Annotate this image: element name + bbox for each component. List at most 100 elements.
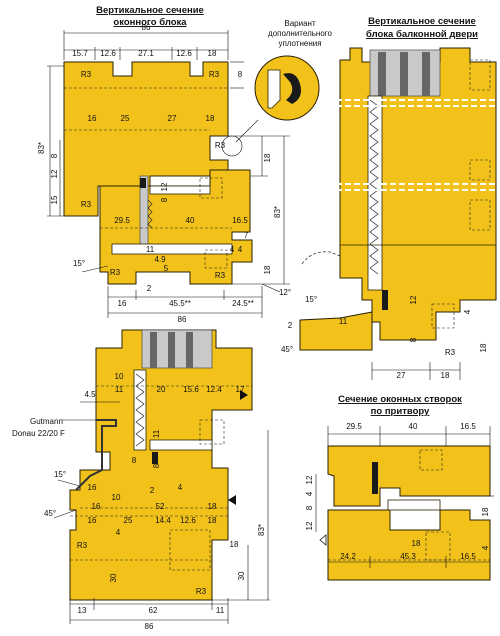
db-bottom-27: 27 [397,371,406,380]
ss-top-2: 40 [409,422,418,431]
ss-left-2: 4 [305,491,314,496]
seal-variant-detail [221,55,320,157]
wb-mid-4: 4 [230,245,235,254]
bs-bottom-1: 13 [78,606,87,615]
wb-left-8: 8 [50,153,59,158]
wb-mid-49: 4.9 [154,255,166,264]
wb-top-dim-5: 18 [208,49,217,58]
db-small-18: 18 [479,343,488,352]
wb-left-12: 12 [50,169,59,178]
wb-top-total: 86 [142,23,151,32]
wb-bottom-3: 24.5** [232,299,254,308]
wb-mid-2: 2 [147,284,152,293]
ss-bottom-3: 16.5 [460,552,476,561]
wb-angle-12: 12° [279,288,291,297]
bs-zc-5: 18 [208,516,217,525]
wb-top-dim-3: 27.1 [138,49,154,58]
bs-zb-1: 11 [152,429,161,438]
wb-bottom-1: 16 [118,299,127,308]
wb-zone-2: 25 [121,114,130,123]
bs-za-1: 10 [115,372,124,381]
bs-za-2: 11 [115,385,124,394]
bs-small-2: 2 [150,486,155,495]
wb-r3-a: R3 [81,70,92,79]
wb-left-15: 15 [50,195,59,204]
bs-r3-b: R3 [196,587,207,596]
seal-variant-l3: уплотнения [278,39,321,48]
bs-zc-2: 25 [124,516,133,525]
sash-section: 29.5 40 16.5 12 4 8 12 18 18 4 24.2 45.3… [305,422,494,581]
ss-bottom-1: 24.2 [340,552,356,561]
bs-left-4: 4 [116,528,121,537]
wb-sash-small-2: 8 [160,197,169,202]
bs-za-6: 17 [236,385,245,394]
bs-angle-45: 45° [44,509,56,518]
gutmann-label-l2: Donau 22/20 F [12,429,65,438]
db-small-8: 8 [409,337,418,342]
wb-mid-5: 5 [164,264,169,273]
bs-zc-3: 14.4 [155,516,171,525]
db-r3: R3 [445,348,456,357]
ss-top-3: 16.5 [460,422,476,431]
bs-left-30: 30 [109,573,118,582]
balcony-section: 4.5 10 11 20 15.6 12.4 17 11 8 10 16 52 … [12,329,327,631]
wb-mid-11: 11 [146,245,155,254]
bs-zb-3: 10 [112,493,121,502]
window-block-section: 86 15.7 12.6 27.1 12.6 18 16 25 27 18 R3… [37,23,291,324]
window-block-title-l2: оконного блока [113,17,187,28]
seal-variant-l1: Вариант [284,19,316,28]
sash-section-title-l1: Сечение оконных створок [338,394,462,405]
gutmann-label-l1: Gutmann [30,417,63,426]
db-small-2: 2 [288,321,293,330]
wb-r3-d: R3 [81,200,92,209]
db-bottom-18: 18 [441,371,450,380]
wb-bottom-2: 45.5** [169,299,191,308]
db-small-4: 4 [463,309,472,314]
wb-r3-e: R3 [110,268,121,277]
bs-r3-a: R3 [77,541,88,550]
wb-sash-1: 29.5 [114,216,130,225]
wb-sash-small-1: 12 [160,182,169,191]
ss-right-4: 4 [481,545,490,550]
wb-bottom-total: 86 [178,315,187,324]
bs-right-83: 83* [257,524,266,536]
db-angle-45: 45° [281,345,293,354]
bs-small-18: 18 [230,540,239,549]
bs-bottom-3: 11 [216,606,225,615]
bs-bottom-2: 62 [149,606,158,615]
wb-top-dim-1: 15.7 [72,49,88,58]
ss-right-18: 18 [481,507,490,516]
db-angle-15: 15° [305,295,317,304]
wb-top-dim-4: 12.6 [176,49,192,58]
db-small-11: 11 [339,317,348,326]
door-block-title-l2: блока балконной двери [366,29,478,40]
db-small-12: 12 [409,295,418,304]
door-block-section: 15° 45° 2 11 8 12 4 18 R3 27 18 [281,47,497,380]
bs-zb-5: 52 [156,502,165,511]
ss-inner-18: 18 [412,539,421,548]
bs-za-3: 20 [157,385,166,394]
wb-right-4: 4 [238,245,243,254]
window-block-title-l1: Вертикальное сечение [96,5,204,16]
wb-left-83: 83* [37,142,46,154]
seal-variant-l2: дополнительного [268,29,332,38]
wb-top-dim-2: 12.6 [100,49,116,58]
ss-left-4: 12 [305,521,314,530]
wb-right-83: 83* [273,206,282,218]
ss-left-1: 12 [305,475,314,484]
sash-section-title-l2: по притвору [371,406,430,417]
wb-zone-4: 18 [206,114,215,123]
bs-zc-1: 16 [88,516,97,525]
wb-r3-c: R3 [215,141,226,150]
bs-zb-4: 16 [92,502,101,511]
bs-bottom-total: 86 [145,622,154,631]
bs-zc-4: 12.6 [180,516,196,525]
ss-bottom-2: 45.3 [400,552,416,561]
wb-angle-15: 15° [73,259,85,268]
ss-left-3: 8 [305,505,314,510]
wb-r3-b: R3 [209,70,220,79]
wb-sash-3: 16.5 [232,216,248,225]
bs-zb-6: 18 [208,502,217,511]
